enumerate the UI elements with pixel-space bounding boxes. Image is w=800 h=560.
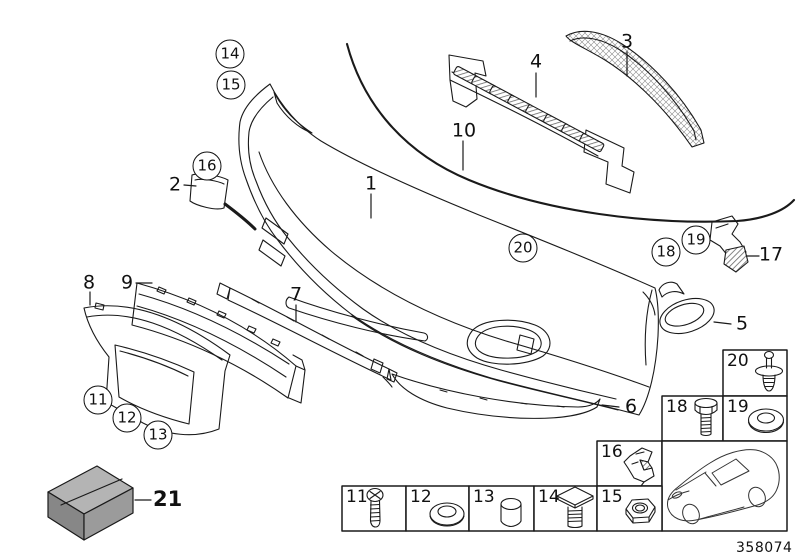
- legend-cell-19-label: 19: [727, 397, 749, 417]
- kit-box-part-21: [47, 465, 134, 541]
- legend-cell-16[interactable]: 16: [597, 441, 662, 486]
- callout-circle-15[interactable]: 15: [216, 70, 246, 100]
- clamp-clip-icon: [623, 447, 655, 487]
- square-head-screw-icon: [556, 486, 594, 529]
- callout-6[interactable]: 6: [624, 395, 638, 418]
- callout-4[interactable]: 4: [529, 50, 543, 73]
- legend-cell-16-label: 16: [601, 442, 623, 462]
- callout-circle-19-label: 19: [686, 230, 706, 249]
- callout-3[interactable]: 3: [620, 30, 634, 53]
- legend-cell-12[interactable]: 12: [406, 486, 469, 531]
- callout-circle-12[interactable]: 12: [112, 403, 142, 433]
- legend-cell-20-label: 20: [727, 351, 749, 371]
- callout-circle-13-label: 13: [148, 425, 168, 444]
- legend-cell-19[interactable]: 19: [723, 396, 787, 441]
- legend-cell-18[interactable]: 18: [662, 396, 723, 441]
- callout-7[interactable]: 7: [289, 283, 303, 306]
- legend-cell-11[interactable]: 11: [342, 486, 406, 531]
- ring-washer-icon: [429, 502, 465, 527]
- car-icon: [667, 449, 780, 525]
- callout-circle-16-label: 16: [197, 156, 217, 175]
- legend-cell-car: [662, 441, 787, 531]
- strip-clips: [370, 358, 393, 388]
- legend-cell-15[interactable]: 15: [597, 486, 662, 531]
- cap-plug-icon: [500, 497, 522, 528]
- legend-cell-13-label: 13: [473, 487, 495, 507]
- legend-cell-14[interactable]: 14: [534, 486, 597, 531]
- plate-base-part-8: [83, 302, 231, 436]
- expansion-rivet-icon: [754, 350, 784, 392]
- callout-circle-19[interactable]: 19: [681, 225, 711, 255]
- callout-circle-11-label: 11: [88, 390, 108, 409]
- phillips-screw-icon: [366, 487, 384, 528]
- legend-cell-20[interactable]: 20: [723, 350, 787, 396]
- callout-9[interactable]: 9: [120, 271, 134, 294]
- callout-circle-13[interactable]: 13: [143, 420, 173, 450]
- impact-strip-part-4: [448, 54, 635, 194]
- callout-5[interactable]: 5: [735, 312, 749, 335]
- callout-10[interactable]: 10: [451, 119, 477, 142]
- callout-2[interactable]: 2: [168, 173, 182, 196]
- callout-circle-18-label: 18: [656, 242, 676, 261]
- callout-circle-20-label: 20: [513, 238, 533, 257]
- legend-cell-18-label: 18: [666, 397, 688, 417]
- kit-label-21[interactable]: 21: [153, 487, 183, 511]
- callout-circle-18[interactable]: 18: [651, 237, 681, 267]
- hex-bolt-icon: [694, 397, 718, 437]
- callout-circle-11[interactable]: 11: [83, 385, 113, 415]
- callout-17[interactable]: 17: [758, 243, 784, 266]
- legend-cell-13[interactable]: 13: [469, 486, 534, 531]
- legend-cell-15-label: 15: [601, 487, 623, 507]
- edge-strip-part-10: [345, 42, 796, 223]
- washer-icon: [747, 408, 785, 434]
- fog-ring-part-5: [658, 281, 715, 335]
- trim-strip-part-6: [391, 373, 601, 419]
- callout-8[interactable]: 8: [82, 271, 96, 294]
- hex-nut-icon: [625, 498, 656, 524]
- callout-circle-12-label: 12: [117, 408, 137, 427]
- drawing-number: 358074: [736, 540, 793, 556]
- leader-lines: [89, 51, 760, 501]
- callout-circle-20[interactable]: 20: [508, 233, 538, 263]
- legend-cell-12-label: 12: [410, 487, 432, 507]
- tow-hook-cover-part-2: [189, 173, 257, 231]
- callout-circle-14-label: 14: [220, 44, 240, 63]
- callout-circle-16[interactable]: 16: [192, 151, 222, 181]
- legend-cell-14-label: 14: [538, 487, 560, 507]
- bracket-part-17: [709, 215, 749, 273]
- center-grille-part-9: [131, 282, 306, 404]
- mesh-grille-part-3: [565, 30, 705, 148]
- legend-grid: [341, 349, 788, 532]
- callout-1[interactable]: 1: [364, 172, 378, 195]
- callout-circle-15-label: 15: [221, 75, 241, 94]
- grille-strip-part-7: [216, 282, 398, 383]
- legend-cell-11-label: 11: [346, 487, 368, 507]
- callout-circle-14[interactable]: 14: [215, 39, 245, 69]
- bumper-cover-part-1: [238, 83, 659, 416]
